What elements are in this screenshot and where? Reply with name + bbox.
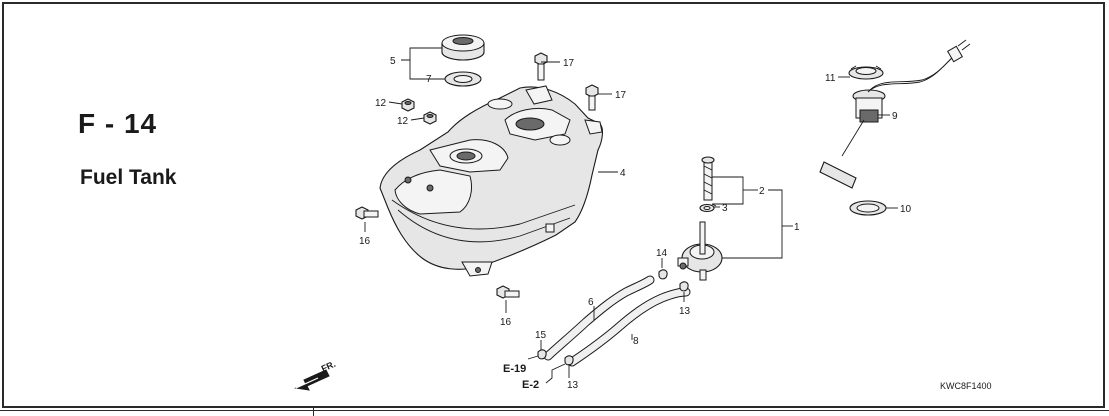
callout-12-upper: 12 [375,98,387,109]
callout-11: 11 [825,73,836,84]
nut-lower [423,111,437,125]
fuel-tube-8 [567,287,691,367]
fuel-unit-packing [849,200,887,216]
page-code: F - 14 [78,108,158,139]
bolt-16-left [355,206,379,220]
nut-upper [401,98,415,112]
tube-clip-13-lower [564,355,574,366]
frame-border [2,2,1105,408]
callout-10: 10 [900,204,912,215]
callout-15: 15 [535,330,547,341]
callout-4: 4 [620,168,626,179]
callout-7: 7 [426,74,432,85]
leader-lines [364,47,898,384]
cross-ref-e19[interactable]: E-19 [503,363,526,375]
callout-5: 5 [390,56,396,67]
callout-2: 2 [759,186,765,197]
fuel-tank [379,85,603,277]
callout-8: 8 [633,336,639,347]
callout-16-bottom: 16 [500,317,512,328]
callout-1: 1 [794,222,800,233]
callout-13-lower: 13 [567,380,579,391]
callout-14: 14 [656,248,668,259]
callout-12-lower: 12 [397,116,409,127]
callout-6: 6 [588,297,594,308]
fuel-cock-screw [701,156,715,201]
bolt-16-bottom [496,285,520,299]
fuel-tube-6 [543,275,655,361]
fuel-cap [441,34,485,61]
tube-clip-15 [537,349,547,360]
callout-3: 3 [722,203,728,214]
fuel-unit [819,39,971,189]
bolt-17-lower [585,84,599,111]
footer-divider [313,408,314,416]
callout-9: 9 [892,111,898,122]
fuel-cock-washer [699,203,715,213]
fuel-cock [677,221,723,281]
callout-17-upper: 17 [563,58,575,69]
front-arrow-icon [294,369,330,391]
bolt-17-upper [534,52,548,81]
footer-rule [0,410,1109,411]
tube-clip-14 [658,269,668,280]
drawing-code: KWC8F1400 [940,381,992,391]
tube-clip-13-upper [679,281,689,292]
cross-ref-e2[interactable]: E-2 [522,379,539,391]
callout-13-upper: 13 [679,306,691,317]
fuel-cap-gasket [444,71,482,87]
fuel-unit-nut [848,65,884,80]
front-direction-label: FR. [320,359,337,374]
callout-17-lower: 17 [615,90,627,101]
callout-16-left: 16 [359,236,371,247]
page-title: Fuel Tank [80,166,177,189]
